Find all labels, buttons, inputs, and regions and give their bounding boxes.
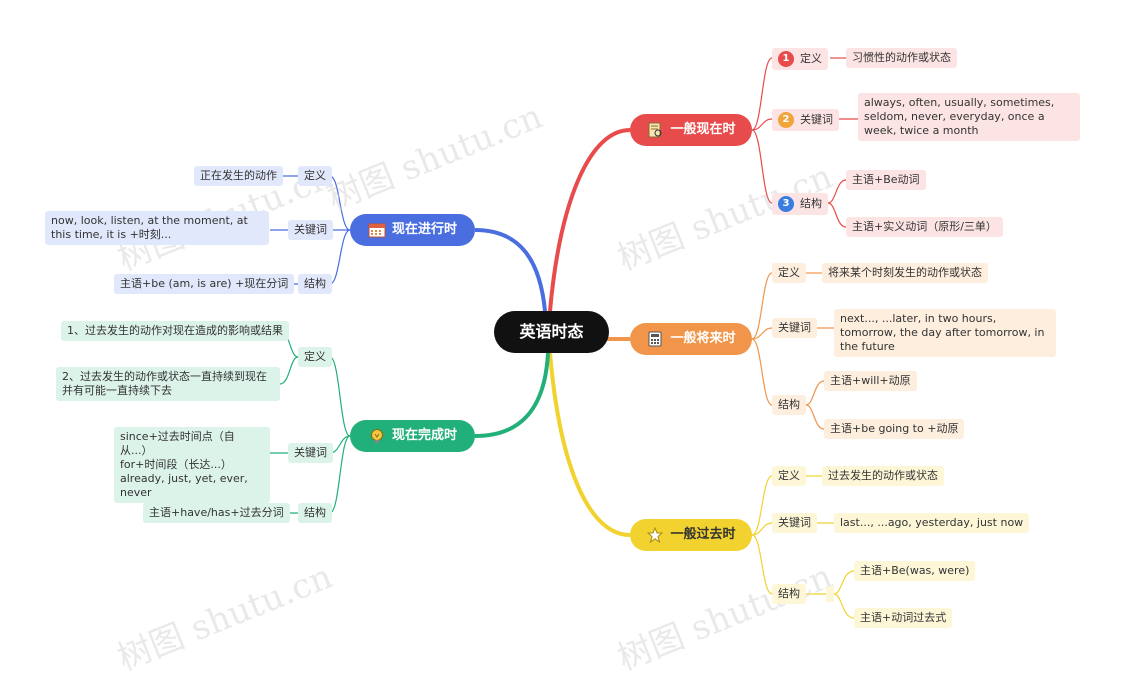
- label-text: 定义: [800, 52, 822, 65]
- past-definition-label[interactable]: 定义: [772, 466, 806, 486]
- present-definition-value[interactable]: 习惯性的动作或状态: [846, 48, 957, 68]
- past-structure-connector: [826, 586, 834, 602]
- future-structure-going-to[interactable]: 主语+be going to +动原: [824, 419, 965, 439]
- future-keywords-value[interactable]: next..., ...later, in two hours, tomorro…: [834, 309, 1056, 357]
- perfect-definition-label[interactable]: 定义: [298, 347, 332, 367]
- past-keywords-value[interactable]: last..., ...ago, yesterday, just now: [834, 513, 1030, 533]
- future-definition-value[interactable]: 将来某个时刻发生的动作或状态: [822, 263, 988, 283]
- continuous-keywords-value[interactable]: now, look, listen, at the moment, at thi…: [45, 211, 269, 245]
- perfect-structure-label[interactable]: 结构: [298, 503, 332, 523]
- calendar-icon: [368, 221, 386, 239]
- branch-title: 现在完成时: [391, 428, 457, 443]
- past-structure-verb-past[interactable]: 主语+动词过去式: [854, 608, 953, 628]
- perfect-structure-value[interactable]: 主语+have/has+过去分词: [143, 503, 290, 523]
- branch-title: 现在进行时: [391, 222, 457, 237]
- number-badge-2: 2: [778, 112, 794, 128]
- future-structure-will[interactable]: 主语+will+动原: [824, 371, 917, 391]
- future-keywords-label[interactable]: 关键词: [772, 318, 817, 338]
- present-keywords-value[interactable]: always, often, usually, sometimes, seldo…: [858, 93, 1080, 141]
- present-structure-be[interactable]: 主语+Be动词: [846, 170, 926, 190]
- perfect-keywords-value[interactable]: since+过去时间点（自从...） for+时间段（长达...） alread…: [114, 427, 270, 503]
- present-structure-verb[interactable]: 主语+实义动词（原形/三单）: [846, 217, 1003, 237]
- number-badge-3: 3: [778, 196, 794, 212]
- branch-title: 一般将来时: [670, 331, 736, 346]
- past-structure-be[interactable]: 主语+Be(was, were): [854, 561, 976, 581]
- continuous-definition-label[interactable]: 定义: [298, 166, 332, 186]
- label-text: 关键词: [800, 113, 833, 126]
- past-keywords-label[interactable]: 关键词: [772, 513, 817, 533]
- perfect-definition-value-2[interactable]: 2、过去发生的动作或状态一直持续到现在并有可能一直持续下去: [56, 367, 280, 401]
- present-keywords-label[interactable]: 2 关键词: [772, 109, 839, 131]
- branch-title: 一般过去时: [670, 527, 736, 542]
- past-definition-value[interactable]: 过去发生的动作或状态: [822, 466, 944, 486]
- continuous-definition-value[interactable]: 正在发生的动作: [194, 166, 283, 186]
- future-definition-label[interactable]: 定义: [772, 263, 806, 283]
- label-text: 结构: [800, 197, 822, 210]
- perfect-keywords-label[interactable]: 关键词: [288, 443, 333, 463]
- branch-simple-future[interactable]: 一般将来时: [630, 323, 752, 355]
- continuous-keywords-label[interactable]: 关键词: [288, 220, 333, 240]
- continuous-structure-label[interactable]: 结构: [298, 274, 332, 294]
- past-structure-label[interactable]: 结构: [772, 584, 806, 604]
- book-icon: [646, 121, 664, 139]
- future-structure-label[interactable]: 结构: [772, 395, 806, 415]
- root-topic[interactable]: 英语时态: [494, 311, 609, 353]
- branch-simple-present[interactable]: 一般现在时: [630, 114, 752, 146]
- branch-simple-past[interactable]: 一般过去时: [630, 519, 752, 551]
- present-structure-label[interactable]: 3 结构: [772, 193, 828, 215]
- calculator-icon: [646, 330, 664, 348]
- continuous-structure-value[interactable]: 主语+be (am, is are) +现在分词: [114, 274, 295, 294]
- branch-title: 一般现在时: [670, 122, 736, 137]
- perfect-definition-value-1[interactable]: 1、过去发生的动作对现在造成的影响或结果: [61, 321, 289, 341]
- present-definition-label[interactable]: 1 定义: [772, 48, 828, 70]
- branch-present-continuous[interactable]: 现在进行时: [350, 214, 475, 246]
- star-icon: [646, 526, 664, 544]
- branch-present-perfect[interactable]: 现在完成时: [350, 420, 475, 452]
- bulb-icon: [368, 427, 386, 445]
- number-badge-1: 1: [778, 51, 794, 67]
